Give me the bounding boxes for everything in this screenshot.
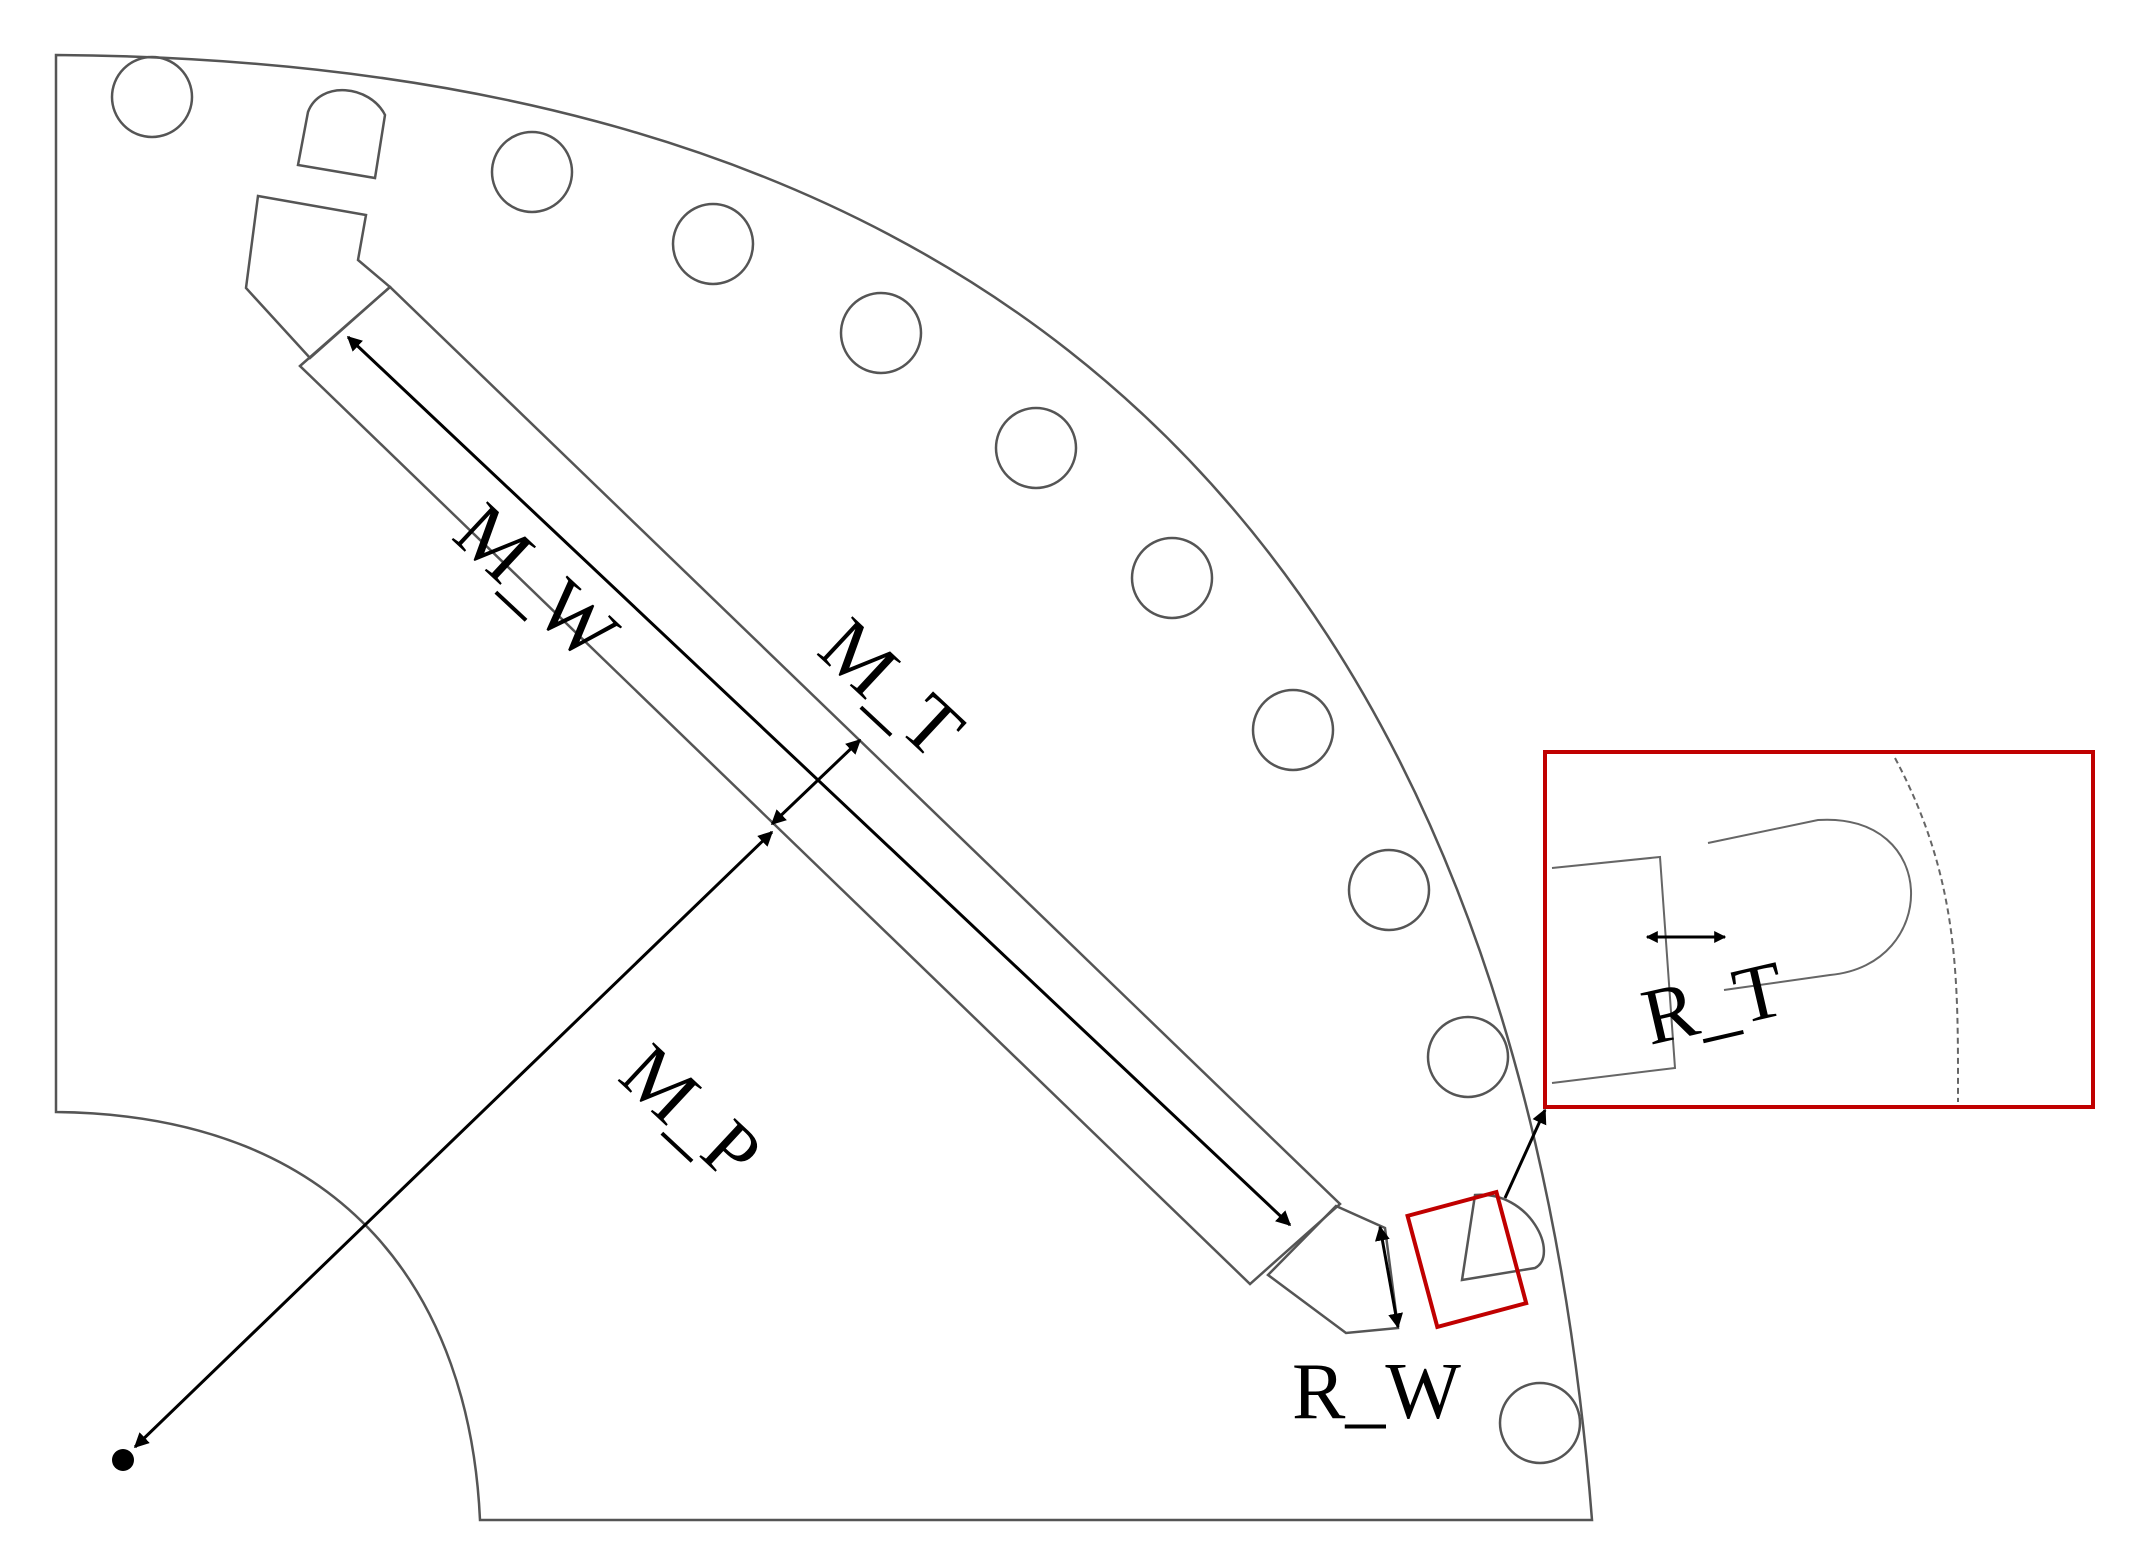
rotor-bar-hole [490,130,574,214]
rotor-bar-hole [1347,848,1431,932]
callout-leader [1503,1108,1547,1199]
barrier-top [244,194,392,360]
r-w-arrow [1375,1225,1403,1329]
detail-region-box [1405,1189,1529,1330]
barrier-bottom [1266,1204,1400,1335]
dimension-lines [133,335,1727,1449]
label-m-p: M_P [604,1028,778,1198]
rotor-bar-hole [1130,536,1214,620]
rotor-bar-hole [1426,1015,1510,1099]
m-t-arrow [770,738,862,826]
rotor-bar-holes [110,55,1582,1465]
m-p-arrow [133,830,774,1449]
rotor-bar-hole [1498,1381,1582,1465]
zoom-inset-frame [1543,750,2095,1109]
rotor-bar-hole [671,202,755,286]
rotor-bar-hole [110,55,194,139]
inset-barrier-edge [1551,855,1677,1084]
inset-d-slot [1707,818,1912,991]
rotor-bar-hole [994,406,1078,490]
rotor-center-point [112,1449,134,1471]
d-slot-bottom [1460,1193,1546,1282]
inset-outer-edge [1894,757,1960,1103]
permanent-magnet [298,285,1342,1286]
label-m-t: M_T [803,602,980,775]
zoom-inset-content [1551,757,1960,1103]
rotor-bar-hole [839,291,923,375]
d-slot-top [296,88,387,180]
rotor-bar-hole [1251,688,1335,772]
label-r-w: R_W [1292,1348,1461,1436]
